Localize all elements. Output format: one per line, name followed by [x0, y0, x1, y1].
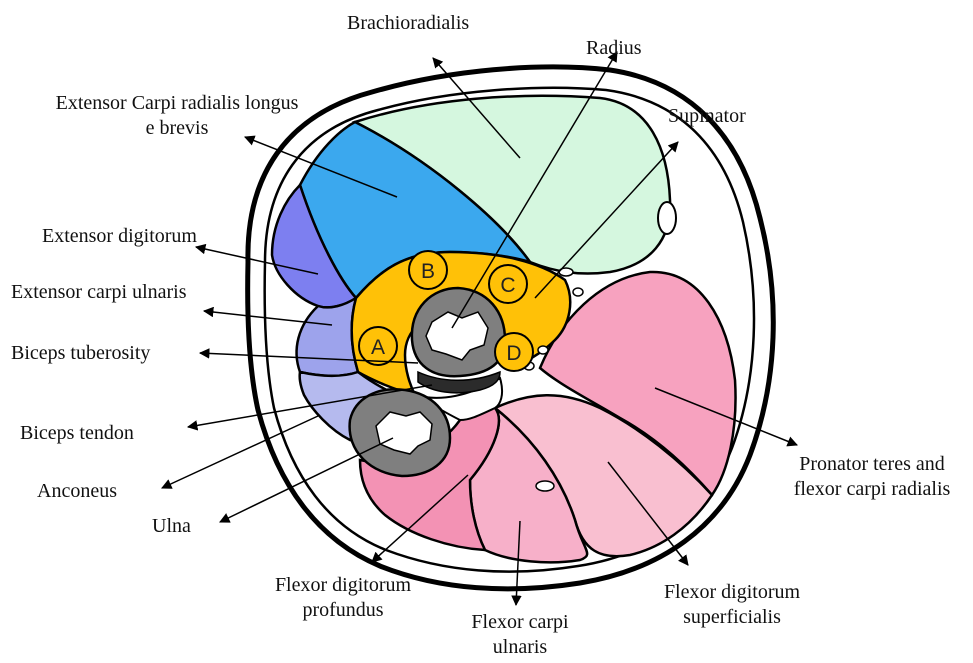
label-flexor-carpi-ulnaris: Flexor carpi ulnaris [430, 610, 610, 660]
label-anconeus-text: Anconeus [37, 479, 117, 504]
label-ecrl-line1: Extensor Carpi radialis longus [22, 91, 332, 116]
label-anconeus: Anconeus [37, 479, 117, 504]
vessel-3 [538, 346, 548, 354]
marker-d: D [495, 333, 533, 371]
label-brachioradialis-text: Brachioradialis [347, 11, 469, 36]
vessel-5 [536, 481, 554, 491]
label-biceps-tuberosity-text: Biceps tuberosity [11, 341, 150, 366]
label-fdp-line2: profundus [243, 598, 443, 623]
label-pronator-teres: Pronator teres and flexor carpi radialis [772, 452, 972, 502]
svg-text:B: B [421, 260, 435, 283]
radial-edge-node [658, 202, 676, 234]
label-fdp-line1: Flexor digitorum [243, 573, 443, 598]
label-fds-line1: Flexor digitorum [632, 580, 832, 605]
vessel-2 [573, 288, 583, 296]
label-biceps-tendon-text: Biceps tendon [20, 421, 134, 446]
marker-b: B [409, 251, 447, 289]
label-fcu-line2: ulnaris [430, 635, 610, 660]
arrow-anconeus [162, 416, 318, 488]
svg-text:A: A [371, 336, 385, 359]
label-extensor-digitorum: Extensor digitorum [42, 224, 197, 249]
marker-c: C [489, 265, 527, 303]
label-brachioradialis: Brachioradialis [347, 11, 469, 36]
marker-a: A [359, 327, 397, 365]
label-extensor-carpi-ulnaris-text: Extensor carpi ulnaris [11, 280, 187, 305]
extensor-carpi-ulnaris-region [297, 298, 358, 376]
label-fcu-line1: Flexor carpi [430, 610, 610, 635]
label-pronator-line2: flexor carpi radialis [772, 477, 972, 502]
label-ecrl-line2: e brevis [22, 116, 332, 141]
svg-text:C: C [500, 274, 515, 297]
label-extensor-digitorum-text: Extensor digitorum [42, 224, 197, 249]
svg-text:D: D [506, 342, 521, 365]
label-radius-text: Radius [586, 36, 642, 61]
label-extensor-carpi-radialis: Extensor Carpi radialis longus e brevis [22, 91, 332, 141]
label-supinator-text: Supinator [668, 104, 746, 129]
label-biceps-tuberosity: Biceps tuberosity [11, 341, 150, 366]
label-biceps-tendon: Biceps tendon [20, 421, 134, 446]
label-ulna-text: Ulna [152, 514, 191, 539]
label-supinator: Supinator [668, 104, 746, 129]
label-flexor-digitorum-superficialis: Flexor digitorum superficialis [632, 580, 832, 630]
label-radius: Radius [586, 36, 642, 61]
label-extensor-carpi-ulnaris: Extensor carpi ulnaris [11, 280, 187, 305]
label-ulna: Ulna [152, 514, 191, 539]
label-fds-line2: superficialis [632, 605, 832, 630]
label-pronator-line1: Pronator teres and [772, 452, 972, 477]
label-flexor-digitorum-profundus: Flexor digitorum profundus [243, 573, 443, 623]
